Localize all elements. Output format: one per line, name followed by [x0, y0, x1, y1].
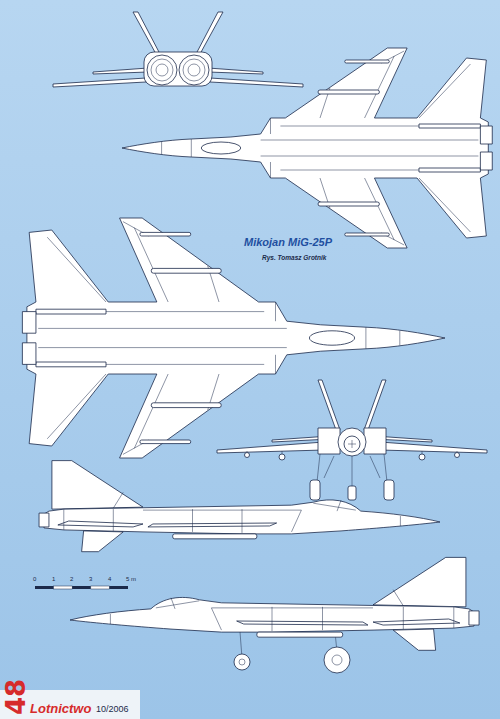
side-view-right — [39, 461, 440, 552]
landing-gear — [234, 632, 350, 673]
scale-number: 1 — [52, 576, 55, 583]
magazine-logo: Lotnictwo — [30, 702, 91, 716]
scale-number: 3 — [89, 576, 92, 583]
side-view-left — [70, 557, 479, 650]
front-view — [217, 380, 487, 500]
scale-number: 4 — [108, 576, 111, 583]
scale-number: 2 — [70, 576, 73, 583]
page-number: 48 — [2, 679, 31, 715]
top-view — [122, 48, 492, 248]
author-credit: Rys. Tomasz Grotnik — [262, 254, 326, 261]
issue-date: 10/2006 — [96, 705, 129, 715]
scale-number: 0 — [33, 576, 36, 583]
scale-number: 5 m — [126, 576, 136, 583]
bottom-view — [22, 218, 445, 458]
drawing-title: Mikojan MiG-25P — [244, 236, 332, 248]
rear-view — [53, 12, 303, 87]
scale-bar — [35, 586, 128, 589]
